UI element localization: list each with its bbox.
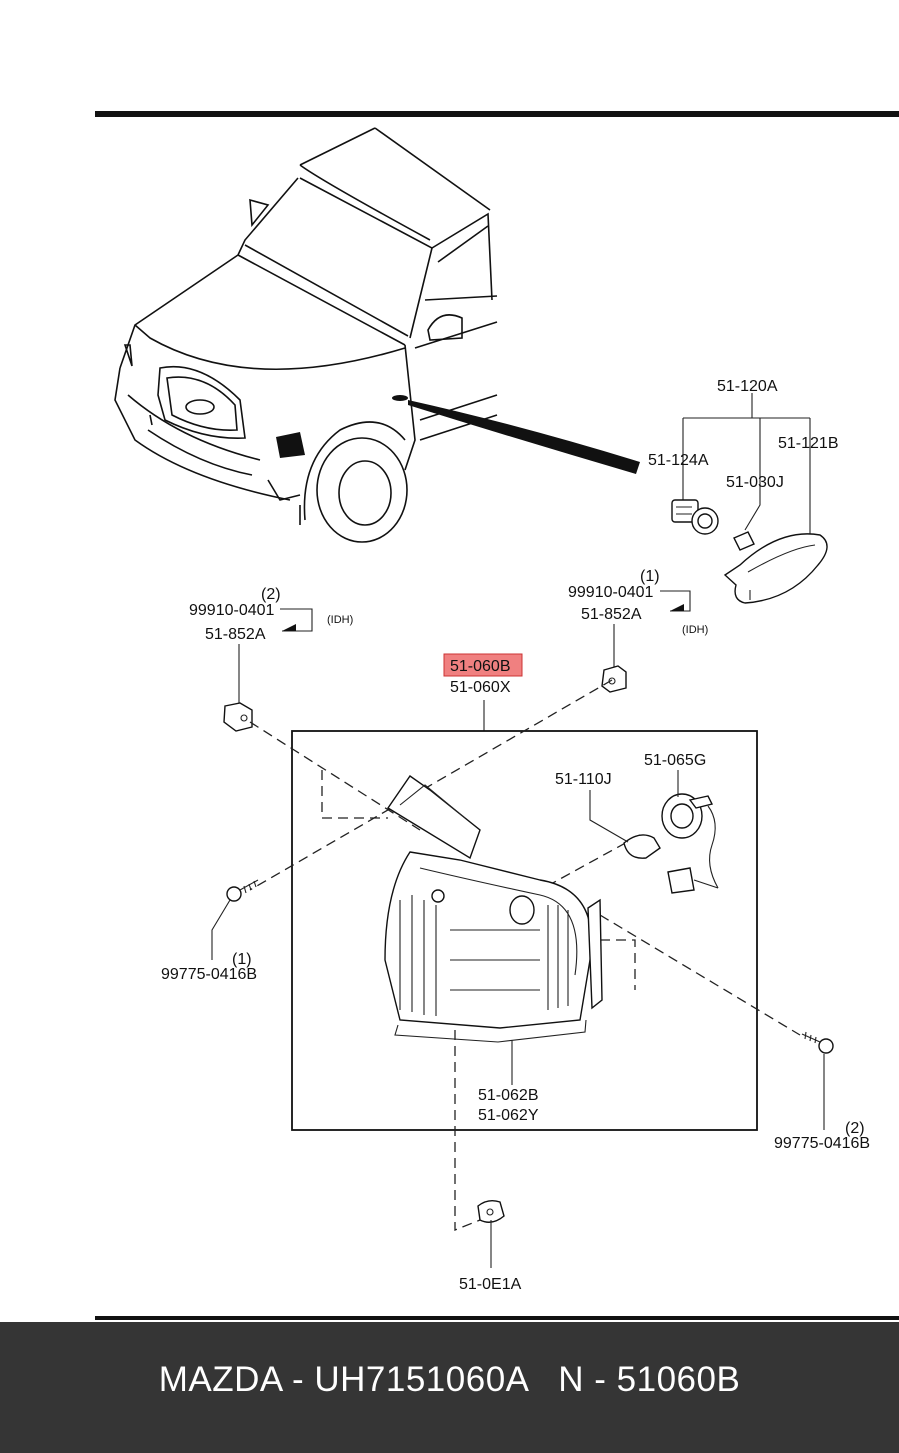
label-51-065g: 51-065G (644, 752, 706, 769)
side-lens-121b (723, 533, 828, 604)
label-51-060x: 51-060X (450, 679, 511, 696)
clip-852a-right (601, 665, 627, 693)
vehicle-illustration (114, 127, 640, 543)
highlight-box (443, 653, 523, 677)
label-51-030j: 51-030J (726, 474, 784, 491)
label-51-062b: 51-062B (478, 1087, 539, 1104)
label-99910-0401-left: 99910-0401 (189, 602, 275, 619)
bulb-030j (733, 531, 755, 551)
screw-right (801, 1031, 834, 1054)
label-99775-0416b-left: 99775-0416B (161, 966, 257, 983)
label-51-121b: 51-121B (778, 435, 839, 452)
footer-bar: MAZDA - UH7151060A N - 51060B (0, 1322, 899, 1453)
label-qty-2-right: (2) (845, 1120, 865, 1137)
footer-part-number: MAZDA - UH7151060A N - 51060B (158, 1360, 741, 1399)
label-idh-right: (IDH) (682, 624, 708, 636)
parts-diagram: 51-120A 51-121B 51-124A 51-030J (1) 9991… (95, 111, 899, 1320)
label-51-110j: 51-110J (555, 771, 612, 788)
label-99910-0401-right: 99910-0401 (568, 584, 654, 601)
side-marker-group (671, 393, 828, 604)
label-99775-0416b-right: 99775-0416B (774, 1135, 870, 1152)
label-qty-1-left: (1) (232, 951, 252, 968)
screw-left (226, 879, 259, 902)
label-51-852a-right: 51-852A (581, 606, 642, 623)
label-qty-1-top: (1) (640, 568, 660, 585)
label-idh-left: (IDH) (327, 614, 353, 626)
label-51-852a-left: 51-852A (205, 626, 266, 643)
label-51-124a: 51-124A (648, 452, 709, 469)
label-51-062y: 51-062Y (478, 1107, 539, 1124)
clip-0e1a (477, 1199, 505, 1223)
dashed-guides (249, 679, 801, 1231)
bottom-rule (95, 1316, 899, 1320)
corner-lamp-assembly (384, 775, 603, 1043)
label-51-0e1a: 51-0E1A (459, 1276, 522, 1293)
top-rule (95, 111, 899, 117)
label-qty-2-top: (2) (261, 586, 281, 603)
socket-124a (671, 499, 719, 535)
label-51-060b: 51-060B (450, 658, 511, 675)
clip-852a-left (223, 702, 253, 732)
bulb-110j (623, 834, 661, 859)
socket-065g (661, 793, 719, 894)
label-51-120a: 51-120A (717, 378, 778, 395)
